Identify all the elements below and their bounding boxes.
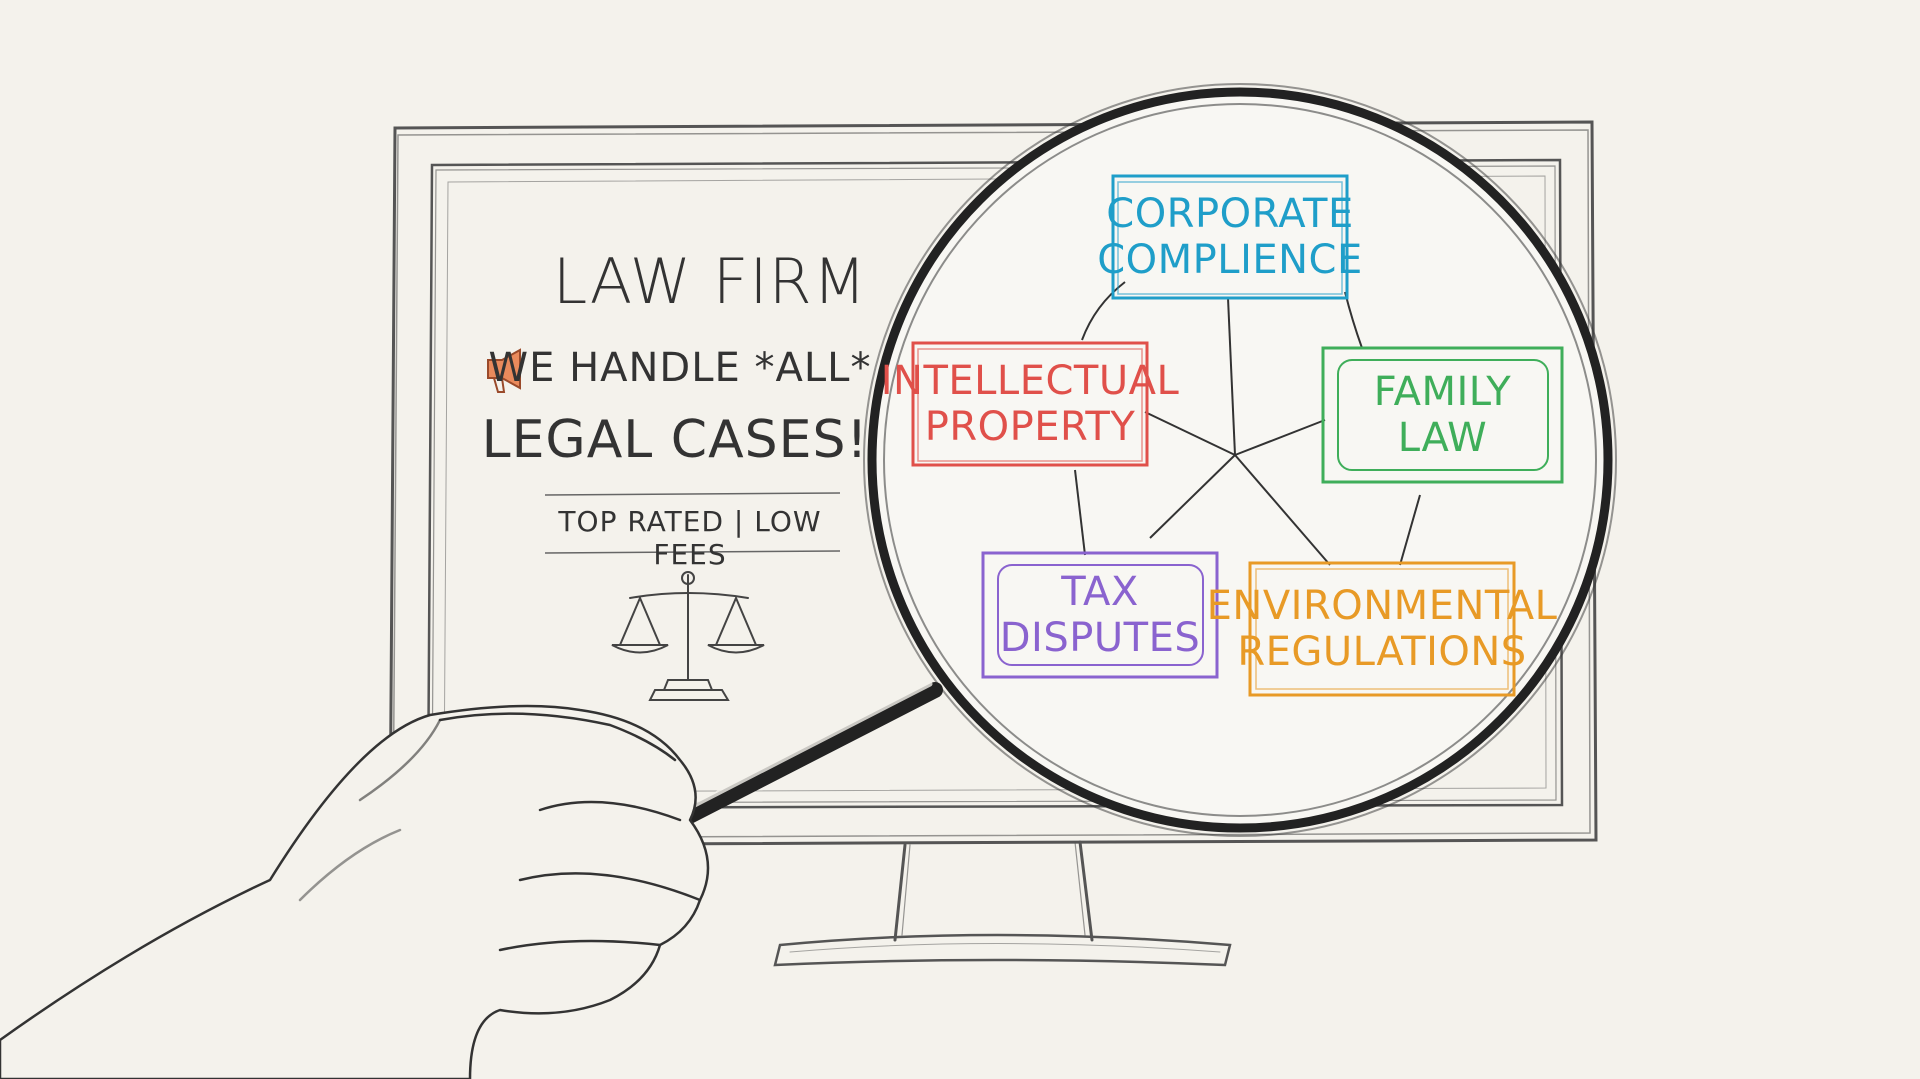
hand [0, 704, 710, 1079]
node-tax-disputes: TAX DISPUTES [985, 555, 1215, 675]
family-box [1321, 346, 1564, 484]
ip-box [911, 341, 1149, 467]
node-label: INTELLECTUAL PROPERTY [880, 358, 1180, 450]
screen-dividers [544, 492, 841, 554]
scales-of-justice-icon [611, 571, 765, 701]
node-environmental-regulations: ENVIRONMENTAL REGULATIONS [1207, 565, 1557, 693]
node-label: CORPORATE COMPLIENCE [1097, 191, 1363, 283]
megaphone-icon [487, 348, 521, 393]
node-family-law: FAMILY LAW [1325, 350, 1560, 480]
tagline-line-1: WE HANDLE *ALL* [488, 345, 872, 391]
node-label: FAMILY LAW [1373, 369, 1512, 461]
node-label: ENVIRONMENTAL REGULATIONS [1206, 583, 1558, 675]
corporate-box [1111, 174, 1349, 300]
env-box [1248, 561, 1516, 697]
node-intellectual-property: INTELLECTUAL PROPERTY [881, 345, 1179, 463]
tagline-line-2: LEGAL CASES! [481, 410, 869, 470]
tagline-line-3: TOP RATED | LOW FEES [558, 505, 822, 571]
node-label: TAX DISPUTES [999, 569, 1201, 661]
tax-box [981, 551, 1219, 679]
node-corporate-compliance: CORPORATE COMPLIENCE [1097, 178, 1362, 296]
diagram-boxes [911, 174, 1564, 697]
law-firm-title: LAW FIRM [552, 245, 868, 318]
